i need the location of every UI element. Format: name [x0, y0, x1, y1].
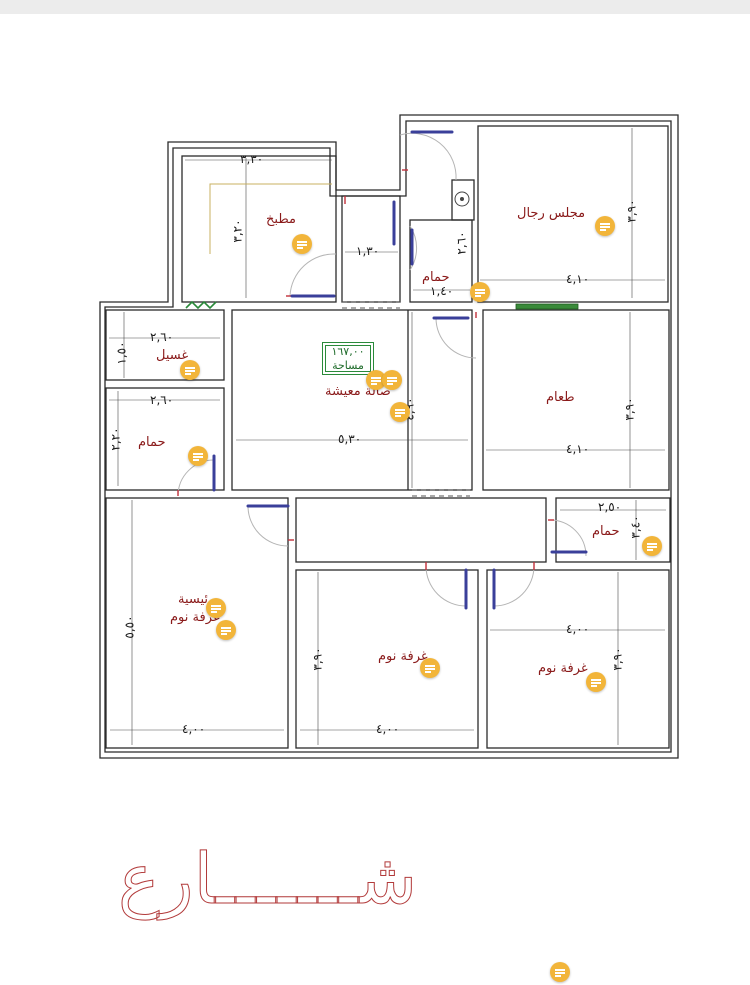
room-label-majlis: مجلس رجال [517, 206, 586, 221]
dim-bath-right-h: ٣,٤٠ [628, 515, 643, 539]
dim-bedroom-mid-w: ٤,٠٠ [376, 722, 400, 736]
sink-icon [454, 191, 470, 207]
note-marker-icon[interactable] [188, 446, 208, 466]
bath-top-wall [409, 219, 473, 303]
room-label-bedroom-right: غرفة نوم [538, 661, 588, 676]
street-label: شـــــــارع [117, 838, 418, 921]
dim-kitchen-h: ٣,٢٠ [230, 219, 245, 243]
note-marker-icon[interactable] [292, 234, 312, 254]
dim-corridor-w: ١,٣٠ [356, 244, 380, 258]
door-swing-icon [549, 519, 587, 557]
kitchen-wall [181, 155, 337, 303]
dim-laundry-h: ١,٥٠ [114, 341, 129, 365]
area-value: ١٦٧,٠٠ [331, 345, 365, 358]
room-label-bath-right: حمام [592, 524, 620, 539]
bedroom-right-wall [486, 569, 670, 749]
bath-left-wall [105, 387, 225, 491]
note-marker-icon[interactable] [382, 370, 402, 390]
note-marker-icon[interactable] [470, 282, 490, 302]
room-label-bath-left: حمام [138, 435, 166, 450]
room-label-dining: طعام [546, 390, 575, 405]
dim-bedroom-mid-h: ٣,٩٠ [310, 647, 325, 671]
door-swing-icon [289, 253, 337, 297]
kitchen-counter [209, 183, 332, 254]
dim-bath-top-h: ٢,٦٠ [454, 231, 469, 255]
note-marker-icon[interactable] [642, 536, 662, 556]
dim-bath-left-w: ٢,٦٠ [150, 393, 174, 407]
outer-wall-inner [104, 120, 672, 753]
dim-master-h: ٥,٥٠ [122, 615, 137, 639]
radiator-icon [185, 300, 217, 310]
window-icon [515, 303, 579, 310]
dim-majlis-w: ٤,١٠ [566, 272, 590, 286]
dim-master-w: ٤,٠٠ [182, 722, 206, 736]
bath-right-wall [555, 497, 671, 563]
outer-wall [99, 114, 679, 759]
laundry-wall [105, 309, 225, 381]
dim-laundry-w: ٢,٦٠ [150, 330, 174, 344]
room-label-kitchen: مطبخ [266, 212, 296, 227]
room-label-master-1: رئيسية [178, 592, 215, 607]
note-marker-icon[interactable] [550, 962, 570, 982]
door-swing-icon [435, 317, 477, 359]
room-label-laundry: غسيل [156, 348, 189, 363]
dim-living-w: ٥,٣٠ [338, 432, 362, 446]
dim-dining-w: ٤,١٠ [566, 442, 590, 456]
note-marker-icon[interactable] [586, 672, 606, 692]
note-marker-icon[interactable] [390, 402, 410, 422]
majlis-wall [477, 125, 669, 303]
door-swing-icon [177, 459, 215, 497]
dim-bath-top-w: ١,٤٠ [430, 284, 454, 298]
dining-wall [482, 309, 670, 491]
dim-bath-left-h: ٢,٢٠ [108, 427, 123, 451]
dim-bedroom-right-h: ٣,٩٠ [610, 647, 625, 671]
note-marker-icon[interactable] [206, 598, 226, 618]
note-marker-icon[interactable] [595, 216, 615, 236]
hall-wall [295, 497, 547, 563]
note-marker-icon[interactable] [420, 658, 440, 678]
bath-top-fixture [451, 179, 475, 221]
room-label-bath-top: حمام [422, 270, 450, 285]
area-box: ١٦٧,٠٠ مساحة [322, 342, 374, 375]
door-swing-icon [493, 565, 535, 607]
dim-bedroom-right-w: ٤,٠٠ [566, 622, 590, 636]
dim-bath-right-w: ٢,٥٠ [598, 500, 622, 514]
area-label: مساحة [332, 359, 364, 372]
note-marker-icon[interactable] [180, 360, 200, 380]
bedroom-mid-wall [295, 569, 479, 749]
dim-dining-h: ٣,٩٠ [622, 397, 637, 421]
dim-majlis-h: ٣,٩٠ [624, 199, 639, 223]
dim-kitchen-w: ٣,٣٠ [240, 152, 264, 166]
master-bedroom-wall [105, 497, 289, 749]
top-bar [0, 0, 750, 14]
note-marker-icon[interactable] [216, 620, 236, 640]
living-wall [231, 309, 473, 491]
door-swing-icon [425, 565, 467, 607]
door-swing-icon [399, 132, 457, 181]
room-label-bedroom-mid: غرفة نوم [378, 649, 428, 664]
door-swing-icon [247, 505, 289, 547]
note-marker-icon[interactable] [366, 370, 386, 390]
